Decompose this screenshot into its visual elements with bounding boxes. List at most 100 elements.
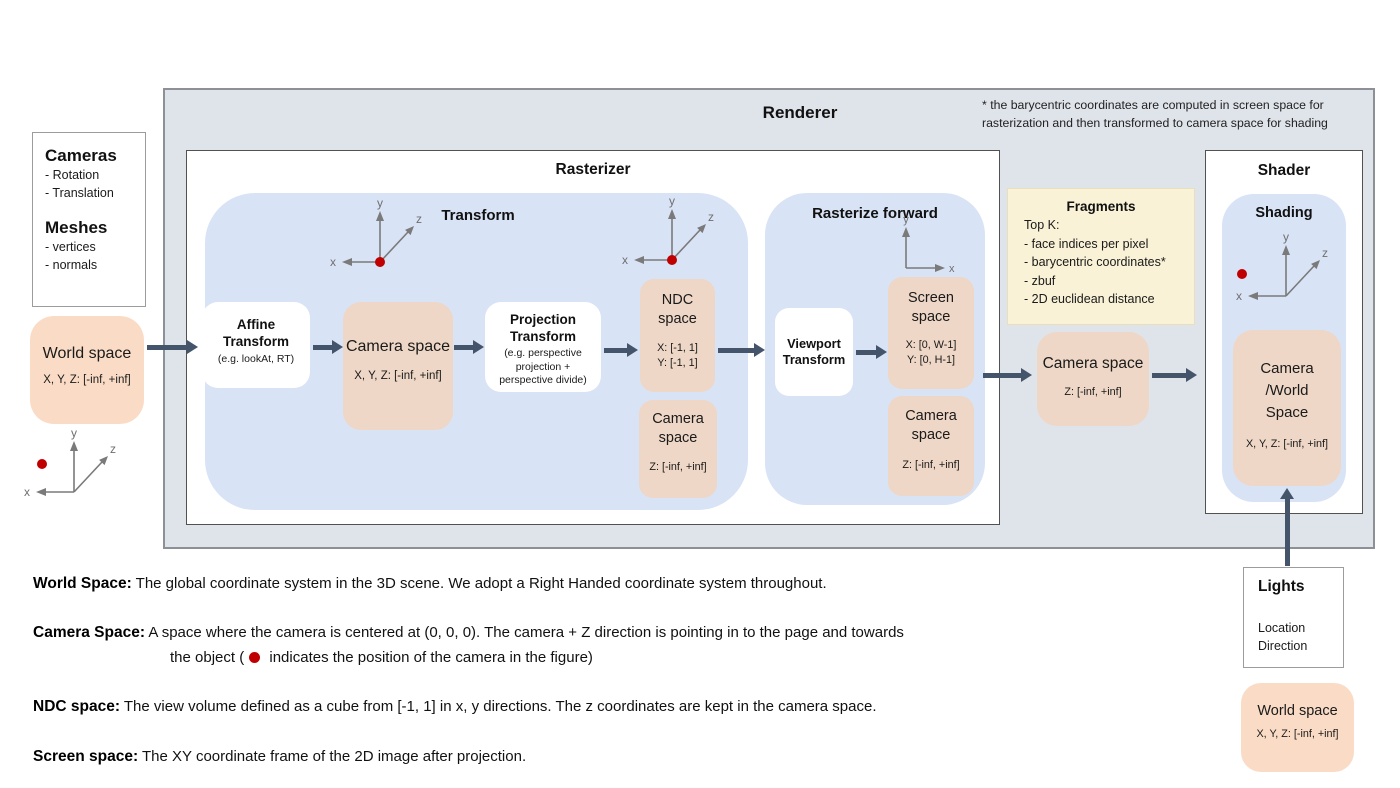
lights-title: Lights	[1258, 578, 1305, 595]
camera-space-range: X, Y, Z: [-inf, +inf]	[354, 370, 442, 382]
renderer-title: Renderer	[762, 103, 838, 122]
screen-xy-axes-icon: y x	[902, 214, 955, 275]
svg-text:z: z	[1322, 246, 1328, 260]
inputs-panel: Cameras - Rotation - Translation Meshes …	[32, 132, 146, 307]
camera-space-output-box: Camera space Z: [-inf, +inf]	[1037, 332, 1149, 426]
flow-arrow-viewport-to-screen	[856, 344, 887, 359]
camera-space-output-range: Z: [-inf, +inf]	[1064, 386, 1122, 398]
svg-text:x: x	[1236, 289, 1242, 303]
affine-transform-box: Affine Transform (e.g. lookAt, RT)	[202, 302, 310, 388]
cw-range: X, Y, Z: [-inf, +inf]	[1245, 438, 1329, 450]
camera-position-dot-icon	[249, 652, 261, 663]
screen-range-y: Y: [0, H-1]	[906, 354, 955, 366]
viewport-name-line1: Viewport	[787, 336, 841, 351]
camera-space-box: Camera space X, Y, Z: [-inf, +inf]	[343, 302, 453, 430]
ndc-space-box: NDC space X: [-1, 1] Y: [-1, 1]	[640, 279, 715, 392]
barycentric-note: * the barycentric coordinates are comput…	[982, 97, 1362, 132]
fragments-title: Fragments	[1066, 199, 1136, 214]
definition-term: Camera Space:	[33, 624, 146, 641]
world-space-lights-range: X, Y, Z: [-inf, +inf]	[1256, 728, 1339, 740]
svg-text:x: x	[24, 485, 30, 499]
projection-subtext-3: perspective divide)	[499, 374, 587, 386]
camera-space-output-title: Camera space	[1042, 355, 1144, 372]
meshes-title: Meshes	[45, 218, 108, 237]
world-space-range: X, Y, Z: [-inf, +inf]	[43, 374, 131, 386]
camera-position-dot-icon	[667, 255, 677, 265]
affine-name-line1: Affine	[236, 317, 276, 332]
lights-panel: Lights Location Direction	[1243, 567, 1344, 668]
camera-position-dot-icon	[37, 459, 47, 469]
affine-name-line2: Transform	[222, 334, 290, 349]
camera-space-z-title2: space	[658, 430, 698, 446]
shader-title: Shader	[1257, 162, 1311, 179]
definition-term: NDC space:	[33, 698, 120, 715]
definition-text: The global coordinate system in the 3D s…	[131, 575, 827, 592]
fragments-line: - face indices per pixel	[1024, 236, 1149, 251]
camera-space-z-title1: Camera	[652, 411, 704, 427]
definition-text: A space where the camera is centered at …	[145, 624, 904, 641]
definition-camera-space: Camera Space: A space where the camera i…	[33, 620, 1183, 670]
screen-space-box: Screen space X: [0, W-1] Y: [0, H-1]	[888, 277, 974, 389]
svg-text:x: x	[949, 263, 955, 275]
flow-arrow-camera-to-shader	[1152, 367, 1197, 382]
lights-item: Direction	[1258, 639, 1308, 653]
cw-title-line1: Camera	[1260, 360, 1314, 377]
shading-title: Shading	[1255, 205, 1313, 221]
note-line-2: rasterization and then transformed to ca…	[982, 115, 1328, 130]
rasterizer-title: Rasterizer	[555, 161, 631, 178]
svg-text:y: y	[669, 194, 675, 208]
cameras-item: - Translation	[45, 186, 114, 200]
ndc-title-line2: space	[658, 311, 697, 327]
definition-term: Screen space:	[33, 748, 139, 765]
flow-arrow-world-to-affine	[147, 339, 198, 354]
cameras-title: Cameras	[45, 146, 117, 165]
svg-text:y: y	[1283, 230, 1289, 244]
definition-ndc-space: NDC space: The view volume defined as a …	[33, 694, 1183, 719]
rasterize-forward-title: Rasterize forward	[812, 205, 938, 222]
svg-text:z: z	[110, 442, 116, 456]
flow-arrow-projection-to-ndc	[604, 342, 638, 357]
projection-subtext-2: projection +	[515, 360, 571, 373]
flow-arrow-rasterizer-to-camera	[983, 367, 1032, 382]
svg-text:z: z	[708, 210, 714, 224]
cameras-item: - Rotation	[45, 168, 100, 182]
fragments-line: - 2D euclidean distance	[1024, 292, 1155, 306]
camera-xyz-axes-icon: y z x	[622, 194, 714, 267]
flow-arrow-ndc-to-viewport	[718, 342, 765, 357]
transform-title: Transform	[441, 207, 515, 224]
rf-camera-space-z-box: Camera space Z: [-inf, +inf]	[888, 396, 974, 496]
viewport-name-line2: Transform	[782, 352, 846, 367]
viewport-transform-box: Viewport Transform	[775, 308, 853, 396]
camera-world-space-box: Camera /World Space X, Y, Z: [-inf, +inf…	[1233, 330, 1341, 486]
flow-arrow-affine-to-camera	[313, 339, 343, 354]
definition-screen-space: Screen space: The XY coordinate frame of…	[33, 744, 1183, 769]
world-space-title: World space	[42, 345, 132, 362]
svg-text:x: x	[330, 255, 336, 269]
fragments-line: - barycentric coordinates*	[1024, 255, 1166, 269]
world-xyz-axes-icon: y z x	[24, 426, 116, 499]
rf-camera-z-title1: Camera	[905, 408, 957, 424]
world-space-lights-title: World space	[1257, 703, 1338, 719]
svg-text:y: y	[377, 196, 383, 210]
rf-camera-z-range: Z: [-inf, +inf]	[902, 459, 960, 471]
definition-text: The view volume defined as a cube from […	[120, 698, 877, 715]
ndc-range-y: Y: [-1, 1]	[657, 357, 698, 369]
svg-text:y: y	[71, 426, 77, 440]
definition-text: indicates the position of the camera in …	[265, 649, 593, 666]
fragments-line: - zbuf	[1024, 273, 1056, 288]
shading-xyz-axes-icon: y z x	[1236, 230, 1328, 303]
projection-transform-box: Projection Transform (e.g. perspective p…	[485, 302, 601, 392]
rf-camera-z-title2: space	[911, 427, 951, 443]
screen-range-x: X: [0, W-1]	[905, 339, 957, 351]
definition-text: The XY coordinate frame of the 2D image …	[138, 748, 527, 765]
definition-term: World Space:	[33, 575, 132, 592]
cw-title-line2: /World	[1265, 382, 1309, 399]
world-space-input-box: World space X, Y, Z: [-inf, +inf]	[30, 316, 144, 424]
screen-space-title1: Screen	[908, 290, 954, 306]
world-space-lights-box: World space X, Y, Z: [-inf, +inf]	[1241, 683, 1354, 772]
camera-space-z-box: Camera space Z: [-inf, +inf]	[639, 400, 717, 498]
projection-name-line1: Projection	[509, 312, 576, 327]
cw-title-line3: Space	[1265, 404, 1309, 421]
camera-position-dot-icon	[1237, 269, 1247, 279]
screen-space-title2: space	[911, 309, 951, 325]
